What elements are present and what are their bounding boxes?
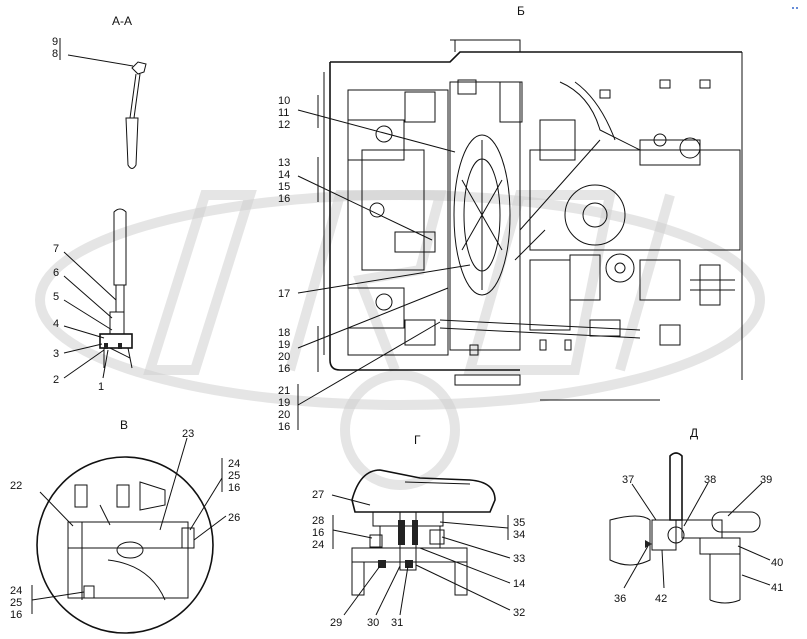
callout-30: 30	[367, 617, 379, 629]
lever-grip-lower	[113, 208, 127, 286]
intake-pipe	[559, 81, 641, 151]
callout-26: 26	[228, 512, 240, 524]
view-v: В 22 23 24 25 16 26 24 25 16	[10, 418, 240, 634]
view-b-title: Б	[517, 4, 525, 18]
callout-20b: 20	[278, 409, 290, 421]
callout-5: 5	[53, 291, 59, 303]
view-aa-title: А-А	[112, 14, 132, 28]
view-d-title: Д	[690, 426, 698, 440]
view-v-title: В	[120, 418, 128, 432]
callout-14b: 14	[513, 578, 525, 590]
callout-31: 31	[391, 617, 403, 629]
callout-19: 19	[278, 339, 290, 351]
view-b: Б	[278, 4, 743, 433]
callout-33: 33	[513, 553, 525, 565]
callout-22: 22	[10, 480, 22, 492]
radiator	[347, 89, 449, 356]
engine-block	[529, 149, 741, 251]
lever-base	[99, 333, 133, 349]
callout-19b: 19	[278, 397, 290, 409]
callout-13: 13	[278, 157, 290, 169]
callout-38: 38	[704, 474, 716, 486]
handle-g	[351, 469, 496, 513]
callout-20: 20	[278, 351, 290, 363]
callout-16e: 16	[10, 609, 22, 621]
callout-25b: 25	[10, 597, 22, 609]
callout-39: 39	[760, 474, 772, 486]
view-g: Г 27 28 16 24 35 34 33 14 32 29 30	[312, 433, 525, 629]
alternator	[605, 253, 635, 283]
callout-7: 7	[53, 243, 59, 255]
callout-24b: 24	[10, 585, 22, 597]
callout-11: 11	[278, 107, 289, 119]
callout-16: 16	[278, 193, 290, 205]
callout-2: 2	[53, 374, 59, 386]
callout-12: 12	[278, 119, 290, 131]
bracket-v	[67, 521, 189, 599]
lever-body	[109, 311, 125, 335]
callout-6: 6	[53, 267, 59, 279]
callout-24c: 24	[312, 539, 324, 551]
view-aa: А-А 9 8 7 6 5 4 3 2 1	[52, 14, 147, 393]
lever-rod	[129, 73, 137, 119]
callout-8: 8	[52, 48, 58, 60]
lever-head	[131, 61, 147, 75]
callout-29: 29	[330, 617, 342, 629]
callout-27: 27	[312, 489, 324, 501]
callout-16d: 16	[228, 482, 240, 494]
callout-3: 3	[53, 348, 59, 360]
frame-top	[330, 51, 742, 63]
callout-15: 15	[278, 181, 290, 193]
rod-d	[709, 554, 741, 600]
callout-16b: 16	[278, 363, 290, 375]
view-g-title: Г	[414, 433, 421, 447]
callout-35: 35	[513, 517, 525, 529]
view-d: Д 37 38 39 40 41 36 42	[609, 426, 783, 605]
callout-16f: 16	[312, 527, 324, 539]
lever-grip-upper	[125, 117, 139, 169]
callout-34: 34	[513, 529, 525, 541]
callout-9: 9	[52, 36, 58, 48]
hose-lower	[439, 319, 641, 339]
callout-28: 28	[312, 515, 324, 527]
fan-shroud	[449, 81, 521, 351]
callout-37: 37	[622, 474, 634, 486]
callout-1: 1	[98, 381, 104, 393]
callout-24: 24	[228, 458, 240, 470]
watermark-logo	[35, 190, 765, 490]
engine-pulley	[564, 184, 626, 246]
callout-42: 42	[655, 593, 667, 605]
callout-17: 17	[278, 288, 290, 300]
callout-32: 32	[513, 607, 525, 619]
callout-41: 41	[771, 582, 783, 594]
callout-14: 14	[278, 169, 290, 181]
callout-18: 18	[278, 327, 290, 339]
frame-left	[329, 62, 520, 371]
fan	[453, 134, 511, 296]
pipe-d	[609, 515, 651, 566]
callout-40: 40	[771, 557, 783, 569]
callout-4: 4	[53, 318, 59, 330]
callout-16c: 16	[278, 421, 290, 433]
callout-21: 21	[278, 385, 290, 397]
callout-36: 36	[614, 593, 626, 605]
callout-23: 23	[182, 428, 194, 440]
detail-circle-v	[36, 456, 214, 634]
callout-10: 10	[278, 95, 290, 107]
lever-d	[669, 452, 683, 521]
callout-25: 25	[228, 470, 240, 482]
